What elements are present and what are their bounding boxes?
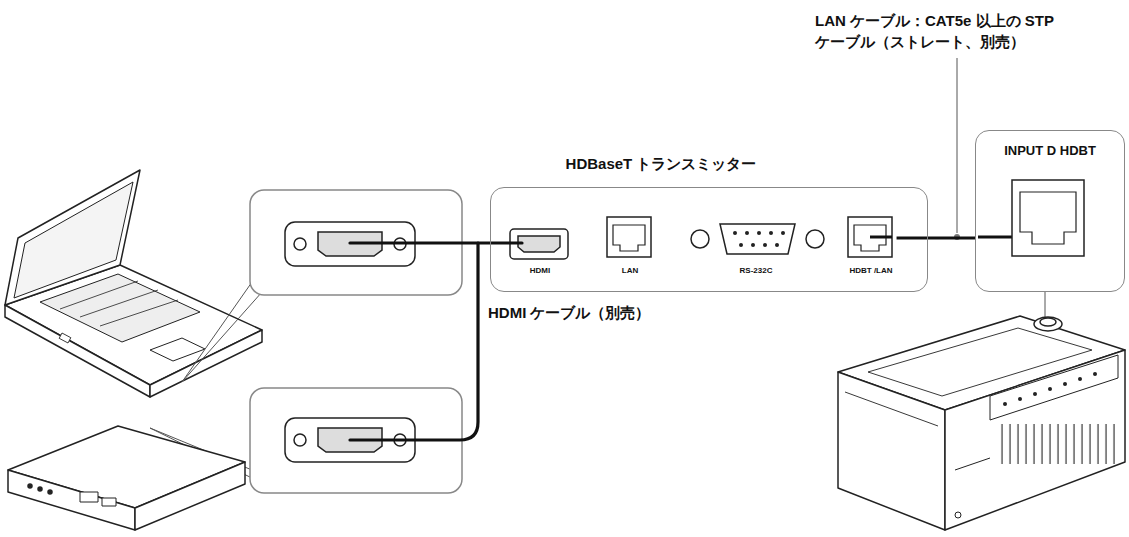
- projector: [990, 355, 1118, 420]
- projector: [838, 372, 945, 530]
- hdmi-port: HDMI: [509, 226, 571, 278]
- transmitter-ports: [848, 217, 892, 257]
- lan-cable-plug: [870, 236, 892, 239]
- projector: [1003, 402, 1007, 406]
- leader-line: [954, 58, 960, 240]
- projector: [1093, 372, 1097, 376]
- laptop: [100, 300, 178, 326]
- port-label: LAN: [606, 266, 654, 276]
- rs232c-port: RS-232C: [686, 222, 826, 278]
- hdmi-cable: [350, 241, 522, 244]
- lan-cable: [897, 237, 975, 240]
- video-device: [135, 462, 245, 530]
- video-device: [8, 426, 245, 530]
- laptop: [59, 333, 71, 343]
- zoom-leader: [182, 282, 252, 382]
- port-label: RS-232C: [686, 266, 826, 276]
- transmitter-ports: [757, 231, 761, 235]
- projector: [845, 392, 938, 426]
- projector: [1048, 387, 1052, 391]
- hdbt-lan-port: HDBT /LAN: [845, 216, 896, 278]
- projector: [955, 458, 990, 470]
- projector: [945, 350, 1125, 530]
- port-label: HDBT /LAN: [845, 266, 896, 276]
- projector: [955, 512, 961, 518]
- laptop: [150, 330, 262, 397]
- video-device: [8, 470, 135, 530]
- transmitter-ports: [518, 236, 560, 252]
- lan-port: LAN: [606, 216, 654, 278]
- cable-note: HDMI ケーブル（別売）: [488, 302, 728, 323]
- projector: [1078, 377, 1082, 381]
- hdmi-cable: [350, 243, 478, 440]
- transmitter-ports: [775, 243, 779, 247]
- hdbt-input-port: [1012, 180, 1084, 256]
- transmitter-ports: [510, 217, 892, 259]
- box-heading: HDBaseT トランスミッター: [531, 154, 791, 174]
- transmitter-ports: [745, 231, 749, 235]
- transmitter-ports: [613, 225, 645, 251]
- transmitter-ports: [720, 224, 795, 254]
- hdbt-input-port: [1012, 180, 1084, 256]
- transmitter-ports: [607, 217, 651, 257]
- transmitter-ports: [763, 243, 767, 247]
- transmitter-ports: [751, 243, 755, 247]
- video-device: [102, 498, 116, 506]
- zoom-leader: [182, 292, 262, 382]
- laptop: [5, 170, 262, 397]
- transmitter-ports: [806, 230, 824, 248]
- leader-line: [957, 58, 958, 233]
- laptop: [40, 274, 200, 342]
- laptop: [60, 281, 138, 309]
- video-device: [80, 492, 98, 502]
- video-device: [38, 487, 42, 491]
- hdmi-port-zoom: [294, 434, 306, 446]
- projector: [1003, 372, 1097, 406]
- projector: [1063, 382, 1067, 386]
- transmitter-ports: [781, 231, 785, 235]
- transmitter-box: HDBaseT トランスミッターHDMILANRS-232CHDBT /LAN: [490, 187, 928, 292]
- laptop: [80, 290, 158, 317]
- projector: [1033, 392, 1037, 396]
- projector: [1034, 317, 1062, 331]
- transmitter-ports: [769, 231, 773, 235]
- hdbt-input-port: [1020, 192, 1076, 244]
- box-heading: INPUT D HDBT: [976, 143, 1124, 159]
- projector: [1018, 397, 1022, 401]
- transmitter-ports: [733, 231, 785, 247]
- projector: [1000, 424, 1118, 464]
- transmitter-ports: [733, 231, 737, 235]
- transmitter-ports: [691, 230, 709, 248]
- input-panel: INPUT D HDBT: [975, 130, 1125, 292]
- projector: [1040, 318, 1056, 326]
- laptop: [150, 338, 205, 361]
- cable-note: LAN ケーブル：CAT5e 以上の STP ケーブル（ストレート、別売）: [815, 10, 1105, 52]
- hdmi-cable: [350, 243, 522, 440]
- port-label: HDMI: [509, 266, 571, 276]
- hdmi-port-zoom: [294, 238, 306, 250]
- video-device: [28, 484, 32, 488]
- video-device: [48, 490, 52, 494]
- transmitter-ports: [739, 243, 743, 247]
- projector: [838, 292, 1125, 530]
